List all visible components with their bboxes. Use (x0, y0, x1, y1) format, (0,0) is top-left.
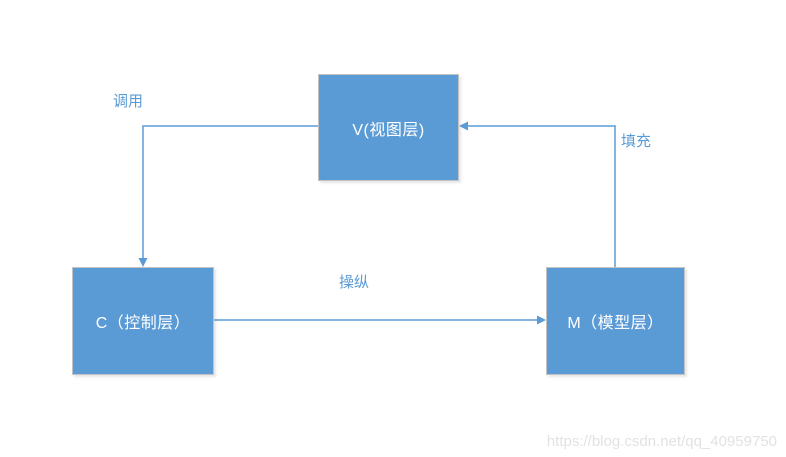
node-view-layer: V(视图层) (318, 74, 459, 181)
edge-label-fill: 填充 (621, 133, 652, 150)
node-model-layer: M（模型层） (546, 267, 685, 375)
connector-controller-to-model (214, 315, 546, 325)
connector-model-to-view (459, 121, 616, 267)
arrowhead-right-icon (537, 315, 546, 325)
arrowhead-left-icon (459, 121, 468, 131)
node-controller-layer: C（控制层） (72, 267, 214, 375)
edge-label-manipulate: 操纵 (339, 274, 370, 291)
node-view-label: V(视图层) (352, 121, 425, 139)
node-controller-label: C（控制层） (95, 315, 191, 332)
watermark-url: https://blog.csdn.net/qq_40959750 (546, 433, 777, 450)
node-model-label: M（模型层） (567, 315, 664, 332)
edge-label-call: 调用 (113, 93, 144, 110)
arrowhead-down-icon (138, 258, 148, 267)
connector-view-to-controller (138, 125, 318, 267)
